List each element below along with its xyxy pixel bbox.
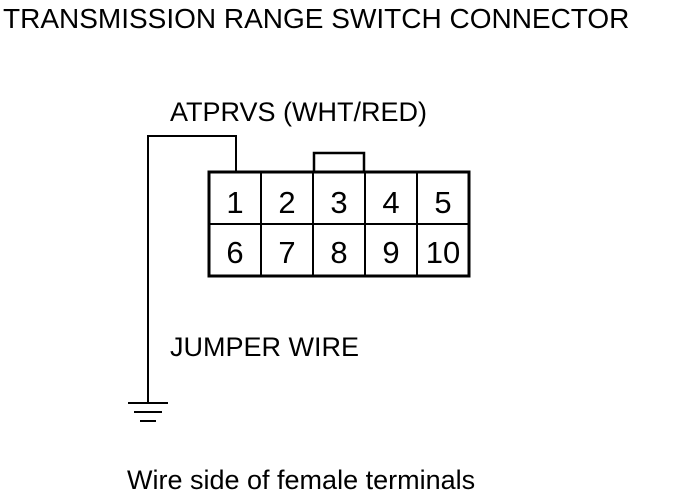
caption: Wire side of female terminals [127, 465, 475, 495]
jumper-wire-label: JUMPER WIRE [170, 332, 359, 362]
diagram-title: TRANSMISSION RANGE SWITCH CONNECTOR [3, 3, 629, 34]
connector-lock-tab [312, 151, 366, 172]
jumper-wire [147, 135, 237, 403]
ground-icon [128, 402, 168, 422]
pin-label: 5 [434, 185, 451, 220]
pin-label: 4 [382, 185, 399, 220]
connector-pins: 1 2 3 4 5 6 7 8 9 10 [226, 185, 460, 270]
pin-label: 10 [426, 235, 460, 270]
pin-label: 2 [278, 185, 295, 220]
pin-label: 6 [226, 235, 243, 270]
pin-label: 9 [382, 235, 399, 270]
pin-label: 7 [278, 235, 295, 270]
pin-label: 3 [330, 185, 347, 220]
connector-body [207, 170, 471, 278]
pin-label: 8 [330, 235, 347, 270]
pin-label: 1 [226, 185, 243, 220]
wire-label: ATPRVS (WHT/RED) [170, 97, 427, 127]
